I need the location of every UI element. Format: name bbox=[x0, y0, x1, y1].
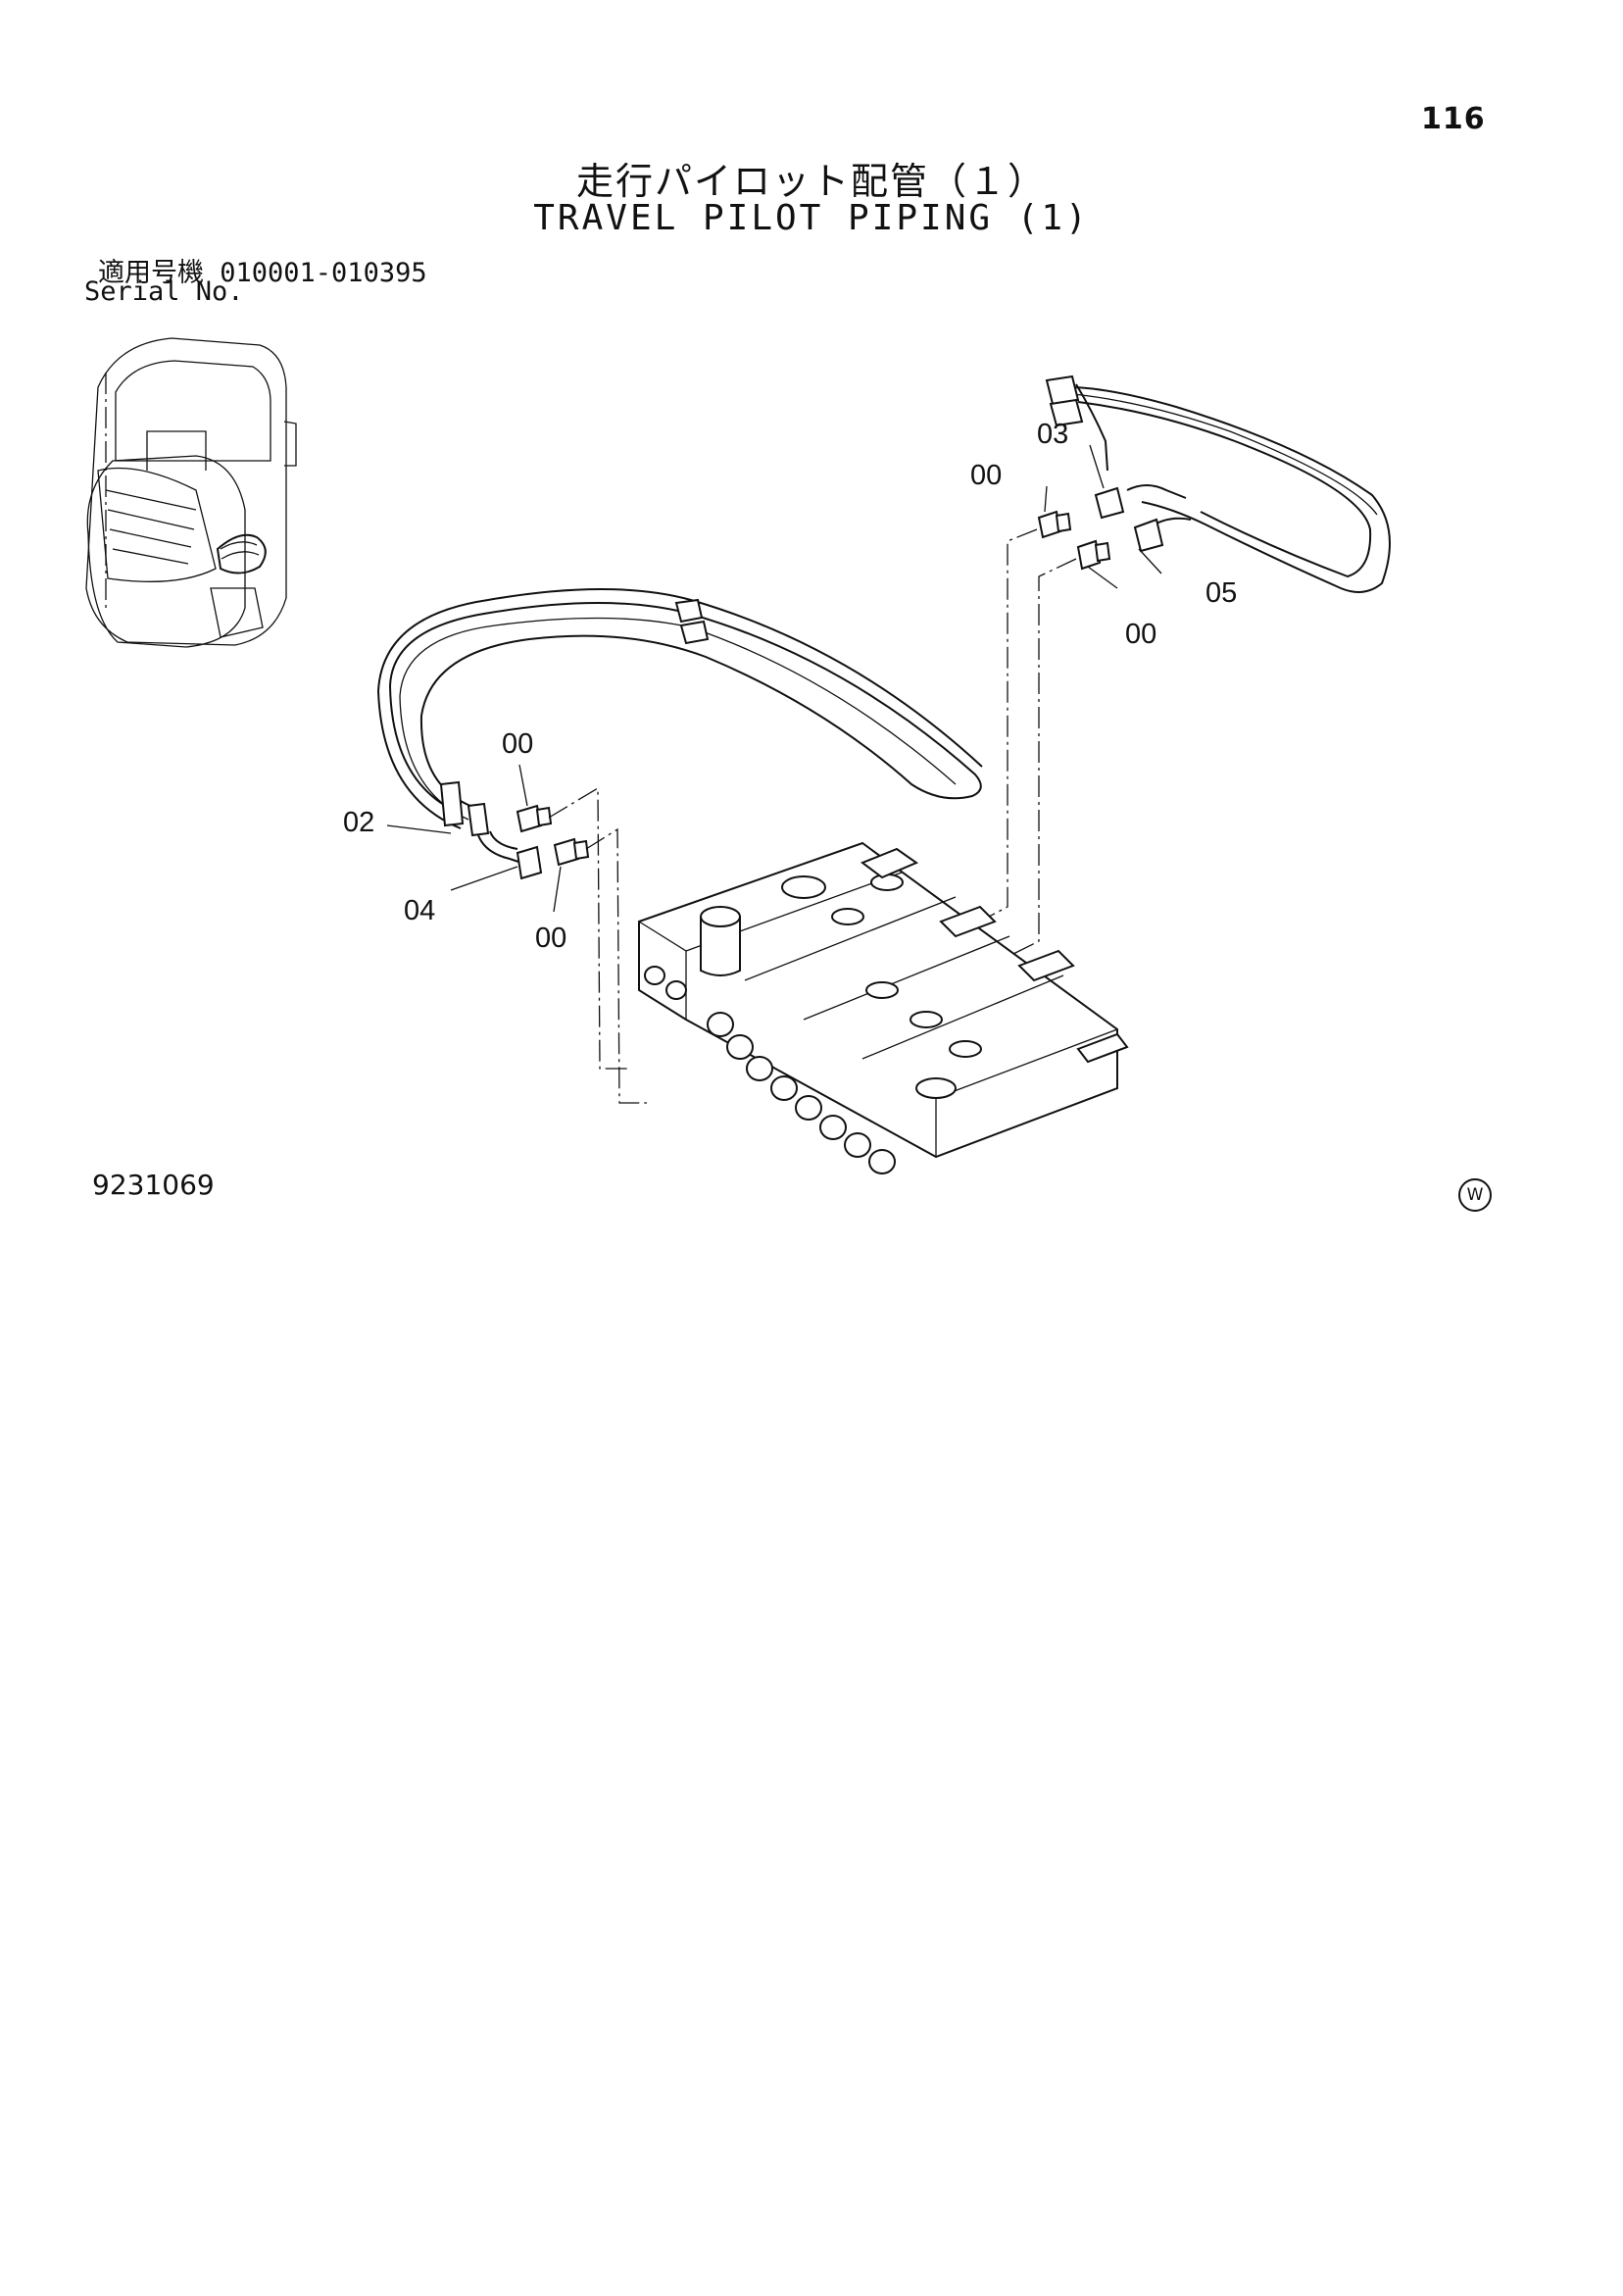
left-pilot-hose-bundle bbox=[376, 588, 983, 880]
callout-03: 03 bbox=[1037, 419, 1068, 450]
callout-leader-lines bbox=[386, 444, 1162, 913]
right-adapter-fittings bbox=[1037, 510, 1111, 571]
callout-04: 04 bbox=[404, 895, 435, 926]
right-pilot-hose-bundle bbox=[1045, 374, 1391, 593]
callout-02: 02 bbox=[343, 807, 374, 838]
figure-number: 9231069 bbox=[92, 1169, 215, 1201]
page-title-english: TRAVEL PILOT PIPING (1) bbox=[533, 198, 1090, 238]
page-title-japanese: 走行パイロット配管（１） bbox=[575, 160, 1047, 203]
control-valve-assembly bbox=[638, 841, 1129, 1174]
machine-overview-illustration bbox=[85, 337, 297, 648]
callout-00-mid: 00 bbox=[502, 728, 533, 760]
left-adapter-fittings bbox=[516, 804, 590, 867]
serial-label-japanese: 適用号機 bbox=[98, 258, 204, 288]
callout-05: 05 bbox=[1205, 577, 1237, 609]
callout-labels: 03 00 05 00 00 02 04 00 bbox=[343, 419, 1237, 954]
connection-guide-lines bbox=[548, 528, 1077, 1104]
serial-label-english: Serial No. bbox=[84, 276, 244, 307]
callout-00-top: 00 bbox=[970, 460, 1002, 491]
copyright-mark: W bbox=[1458, 1178, 1492, 1212]
callout-00-low: 00 bbox=[535, 923, 566, 954]
serial-range: 010001-010395 bbox=[220, 258, 427, 288]
serial-applicability: 適用号機 010001-010395 bbox=[98, 251, 427, 289]
page-number: 116 bbox=[1421, 102, 1486, 136]
callout-00-right: 00 bbox=[1125, 619, 1156, 650]
